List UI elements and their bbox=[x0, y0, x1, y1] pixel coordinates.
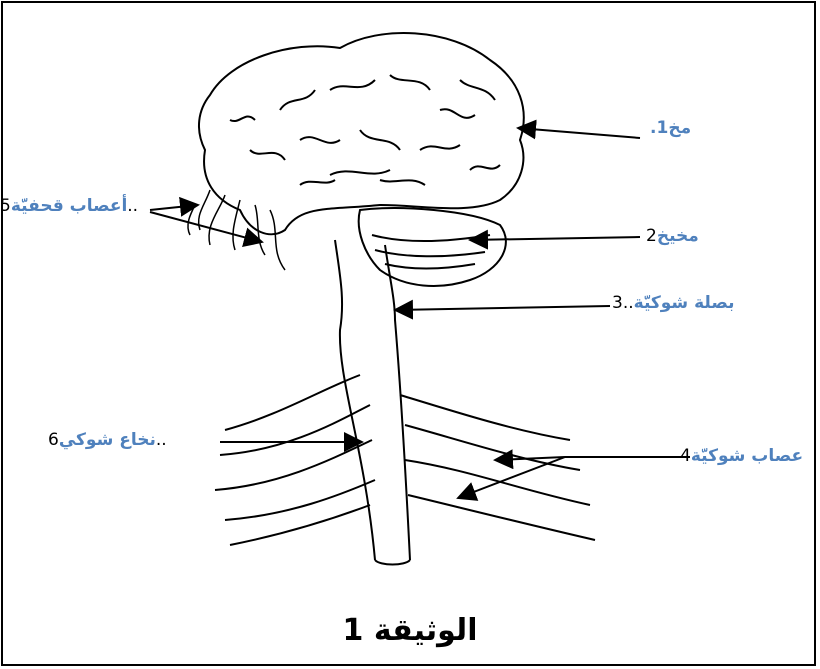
label-brain: .1مخ bbox=[650, 118, 691, 138]
label-medulla-dots: .. bbox=[623, 293, 634, 313]
label-brain-name: مخ bbox=[668, 118, 691, 138]
label-medulla: 3..بصلة شوكيّة bbox=[612, 293, 734, 313]
cerebrum-drawing bbox=[199, 33, 524, 234]
label-cranial-nerves-name: أعصاب قحفيّة bbox=[11, 196, 127, 216]
spinal-cord-drawing bbox=[335, 240, 410, 565]
label-medulla-name: بصلة شوكيّة bbox=[634, 293, 735, 313]
label-cerebellum-num: 2 bbox=[646, 226, 657, 246]
label-spinal-cord-dots: .. bbox=[156, 430, 167, 450]
label-spinal-cord-name: نخاع شوكي bbox=[59, 430, 156, 450]
arrow-cranial-2 bbox=[150, 212, 262, 242]
arrow-cerebellum bbox=[470, 237, 640, 240]
label-cranial-nerves-num: 5 bbox=[0, 196, 11, 216]
figure-caption: الوثيقة 1 bbox=[0, 613, 820, 648]
label-spinal-nerves-name: عصاب شوكيّة bbox=[691, 446, 803, 466]
arrow-spinal-nerves-2 bbox=[458, 457, 565, 498]
spinal-nerves-drawing bbox=[215, 375, 595, 545]
annotation-arrows bbox=[150, 128, 690, 498]
cerebellum-drawing bbox=[359, 208, 506, 286]
label-medulla-num: 3 bbox=[612, 293, 623, 313]
label-cerebellum-name: مخيخ bbox=[657, 226, 699, 246]
label-brain-num: 1 bbox=[656, 118, 668, 138]
label-spinal-cord: 6نخاع شوكي.. bbox=[48, 430, 167, 450]
label-spinal-cord-num: 6 bbox=[48, 430, 59, 450]
label-cerebellum: 2مخيخ bbox=[646, 226, 699, 246]
label-spinal-nerves: 4عصاب شوكيّة bbox=[680, 446, 803, 466]
arrow-brain bbox=[518, 128, 640, 138]
arrow-medulla bbox=[395, 306, 610, 310]
arrow-cranial-1 bbox=[150, 205, 198, 210]
cranial-nerves-drawing bbox=[188, 190, 285, 270]
label-cranial-nerves: 5أعصاب قحفيّة.. bbox=[0, 196, 138, 216]
label-spinal-nerves-num: 4 bbox=[680, 446, 691, 466]
label-cranial-nerves-dots: .. bbox=[127, 196, 138, 216]
